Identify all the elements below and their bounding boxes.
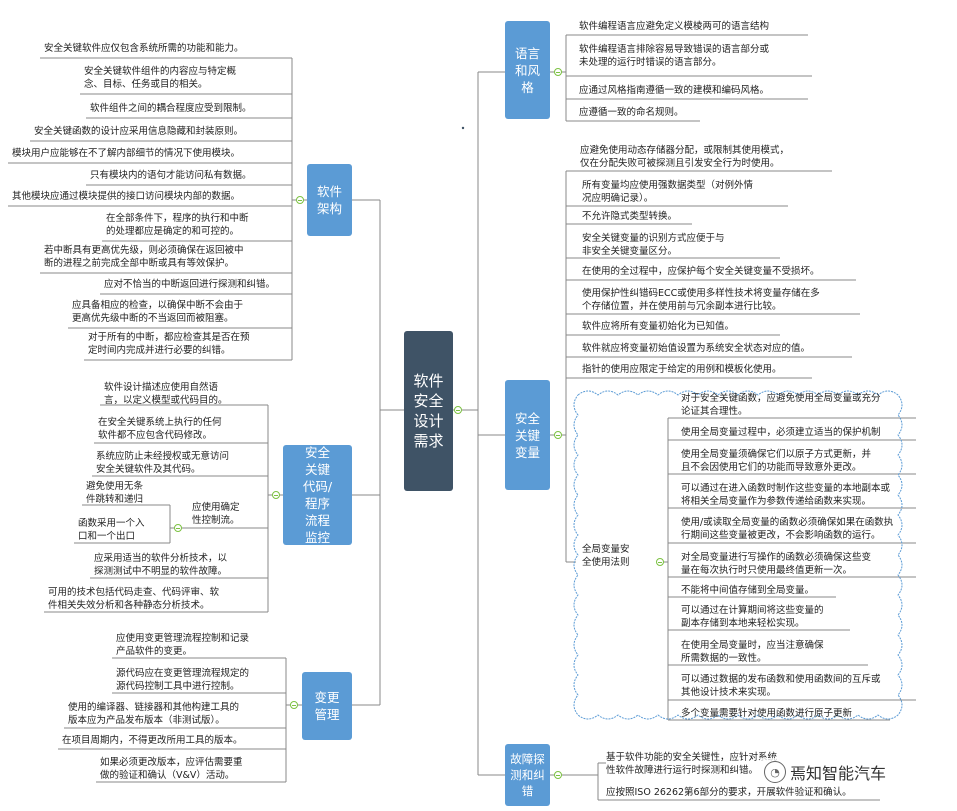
collapse-knob-icon[interactable] bbox=[174, 524, 182, 532]
root-node[interactable]: 软件 安全 设计 需求 bbox=[404, 331, 453, 491]
collapse-knob-icon[interactable] bbox=[554, 431, 562, 439]
wechat-icon: ◔ bbox=[764, 761, 786, 783]
global-item: 使用/或读取全局变量的函数必须确保如果在函数执 行期间这些变量被更改，不会影响函… bbox=[681, 517, 894, 541]
code-item: 应采用适当的软件分析技术，以 探测测试中不明显的软件故障。 bbox=[94, 553, 228, 577]
vars-item: 软件就应将变量初始值设置为系统安全状态对应的值。 bbox=[582, 343, 811, 354]
watermark: ◔ 焉知智能汽车 bbox=[760, 758, 891, 786]
vars-item: 所有变量均应使用强数据类型（对例外情 况应明确记录）。 bbox=[582, 180, 754, 204]
fault-item: 应按照ISO 26262第6部分的要求，开展软件验证和确认。 bbox=[606, 787, 852, 798]
vars-item: 不允许隐式类型转换。 bbox=[582, 211, 678, 222]
global-item: 可以通过在计算期间将这些变量的 副本存储到本地来轻松实现。 bbox=[681, 605, 824, 629]
category-vars[interactable]: 安全 关键 变量 bbox=[505, 380, 550, 490]
global-item: 可以通过在进入函数时制作这些变量的本地副本或 将相关全局变量作为参数传递给函数来… bbox=[681, 483, 891, 507]
flow-label: 应使用确定 性控制流。 bbox=[192, 502, 240, 526]
category-fault[interactable]: 故障探 测和纠 错 bbox=[505, 744, 550, 806]
vars-item: 软件应将所有变量初始化为已知值。 bbox=[582, 321, 735, 332]
arch-item: 安全关键软件组件的内容应与特定概 念、目标、任务或目的相关。 bbox=[84, 66, 237, 90]
collapse-knob-icon[interactable] bbox=[290, 701, 298, 709]
change-item: 源代码应在变更管理流程规定的 源代码控制工具中进行控制。 bbox=[116, 668, 250, 692]
global-item: 多个变量需要针对使用函数进行原子更新 bbox=[681, 708, 853, 719]
code-item: 系统应防止未经授权或无意访问 安全关键软件及其代码。 bbox=[96, 451, 230, 475]
arch-item: 安全关键函数的设计应采用信息隐藏和封装原则。 bbox=[34, 126, 244, 137]
flow-item: 函数采用一个入 口和一个出口 bbox=[78, 518, 145, 542]
root-label: 软件 安全 设计 需求 bbox=[413, 372, 444, 450]
global-item: 使用全局变量过程中，必须建立适当的保护机制 bbox=[681, 427, 881, 438]
arch-item: 软件组件之间的耦合程度应受到限制。 bbox=[90, 103, 252, 114]
global-item: 可以通过数据的发布函数和使用函数间的互斥或 其他设计技术来实现。 bbox=[681, 674, 881, 698]
lang-item: 应通过风格指南遵循一致的建模和编码风格。 bbox=[579, 85, 770, 96]
flow-item: 避免使用无条 件跳转和递归 bbox=[86, 481, 144, 505]
arch-item: 模块用户应能够在不了解内部细节的情况下使用模块。 bbox=[12, 148, 241, 159]
change-item: 使用的编译器、链接器和其他构建工具的 版本应为产品发布版本（非测试版）。 bbox=[68, 702, 240, 726]
vars-item: 应避免使用动态存储器分配，或限制其使用模式， 仅在分配失败可被探测且引发安全行为… bbox=[580, 145, 790, 169]
arch-item: 只有模块内的语句才能访问私有数据。 bbox=[90, 170, 252, 181]
change-item: 在项目周期内，不得更改所用工具的版本。 bbox=[62, 735, 243, 746]
global-rules-label: 全局变量安 全使用法则 bbox=[582, 544, 630, 568]
vars-item: 在使用的全过程中，应保护每个安全关键变量不受损坏。 bbox=[582, 266, 820, 277]
global-item: 对于安全关键函数，应避免使用全局变量或充分 论证其合理性。 bbox=[681, 393, 881, 417]
lang-item: 应遵循一致的命名规则。 bbox=[579, 107, 684, 118]
collapse-knob-icon[interactable] bbox=[554, 68, 562, 76]
lang-item: 软件编程语言应避免定义模棱两可的语言结构 bbox=[579, 21, 770, 32]
category-code[interactable]: 安全 关键 代码/ 程序 流程 监控 bbox=[283, 445, 352, 545]
cloud-boundary bbox=[573, 390, 903, 720]
arch-item: 安全关键软件应仅包含系统所需的功能和能力。 bbox=[44, 43, 244, 54]
code-item: 可用的技术包括代码走查、代码评审、软 件相关失效分析和各种静态分析技术。 bbox=[48, 587, 220, 611]
code-item: 在安全关键系统上执行的任何 软件都不应包含代码修改。 bbox=[98, 417, 222, 441]
arch-item: 应具备相应的检查，以确保中断不会由于 更高优先级中断的不当返回而被阻塞。 bbox=[72, 300, 244, 324]
arch-item: 其他模块应通过模块提供的接口访问模块内部的数据。 bbox=[12, 191, 241, 202]
fault-item: 基于软件功能的安全关键性，应针对系统 性软件故障进行运行时探测和纠错。 bbox=[606, 752, 778, 776]
vars-item: 使用保护性纠错码ECC或使用多样性技术将变量存储在多 个存储位置，并在使用前与冗… bbox=[582, 288, 820, 312]
vars-item: 指针的使用应限定于给定的用例和模板化使用。 bbox=[582, 364, 782, 375]
collapse-knob-icon[interactable] bbox=[454, 406, 462, 414]
collapse-knob-icon[interactable] bbox=[554, 771, 562, 779]
global-item: 在使用全局变量时，应当注意确保 所需数据的一致性。 bbox=[681, 640, 824, 664]
collapse-knob-icon[interactable] bbox=[272, 491, 280, 499]
global-item: 不能将中间值存储到全局变量。 bbox=[681, 585, 815, 596]
arch-item: 对于所有的中断，都应检查其是否在预 定时间内完成并进行必要的纠错。 bbox=[88, 332, 250, 356]
global-item: 使用全局变量须确保它们以原子方式更新，并 且不会因使用它们的功能而导致意外更改。 bbox=[681, 449, 872, 473]
lang-item: 软件编程语言排除容易导致错误的语言部分或 未处理的运行时错误的语言部分。 bbox=[579, 44, 770, 68]
watermark-text: 焉知智能汽车 bbox=[790, 764, 887, 783]
change-item: 应使用变更管理流程控制和记录 产品软件的变更。 bbox=[116, 633, 250, 657]
category-lang[interactable]: 语言 和风 格 bbox=[505, 21, 550, 119]
arch-item: 在全部条件下，程序的执行和中断 的处理都应是确定的和可控的。 bbox=[106, 213, 249, 237]
global-item: 对全局变量进行写操作的函数必须确保这些变 量在每次执行时只使用最终值更新一次。 bbox=[681, 552, 872, 576]
change-item: 如果必须更改版本，应评估需要重 做的验证和确认（V&V）活动。 bbox=[100, 757, 243, 781]
collapse-knob-icon[interactable] bbox=[656, 558, 664, 566]
vars-item: 安全关键变量的识别方式应便于与 非安全关键变量区分。 bbox=[582, 233, 725, 257]
code-item: 软件设计描述应使用自然语 言，以定义模型或代码目的。 bbox=[104, 382, 228, 406]
category-arch[interactable]: 软件 架构 bbox=[307, 164, 352, 236]
arch-item: 若中断具有更高优先级，则必须确保在返回被中 断的进程之前完成全部中断或具有等效保… bbox=[44, 245, 244, 269]
category-change[interactable]: 变更 管理 bbox=[302, 672, 352, 740]
arch-item: 应对不恰当的中断返回进行探测和纠错。 bbox=[104, 279, 276, 290]
collapse-knob-icon[interactable] bbox=[296, 196, 304, 204]
